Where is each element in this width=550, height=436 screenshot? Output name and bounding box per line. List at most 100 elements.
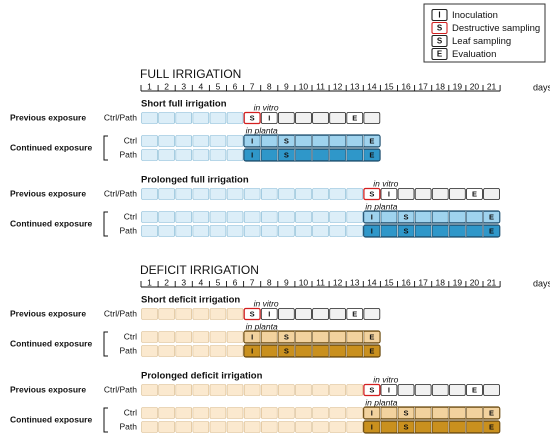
continued-exposure-cell — [397, 407, 415, 419]
timeline-cell — [226, 149, 244, 161]
continued-exposure-cell — [243, 345, 261, 357]
day-unit-label: days — [533, 82, 550, 92]
previous-exposure-label: Previous exposure — [10, 188, 86, 198]
continued-exposure-cell — [278, 135, 295, 147]
continued-exposure-cell — [449, 407, 466, 419]
continued-exposure-cell — [397, 421, 415, 433]
continued-exposure-cell — [397, 225, 415, 237]
continued-exposure-cell — [397, 211, 415, 223]
timeline-cell — [158, 407, 175, 419]
timeline-cell — [295, 421, 312, 433]
in-vitro-cell — [466, 188, 483, 200]
in-vitro-cell — [277, 308, 295, 320]
timeline-cell — [175, 407, 193, 419]
day-label: 17 — [418, 81, 428, 91]
timeline-cell — [226, 331, 244, 343]
timeline-cell — [209, 407, 227, 419]
panel-title: DEFICIT IRRIGATION — [140, 263, 259, 277]
treatment-label-path: Path — [120, 149, 138, 159]
timeline-cell — [312, 421, 329, 433]
day-label: 7 — [250, 277, 255, 287]
timeline-cell — [209, 135, 227, 147]
continued-exposure-mark: E — [369, 136, 374, 145]
legend-symbol-letter: S — [437, 24, 443, 33]
in-planta-label: in planta — [246, 321, 278, 331]
timeline-cell — [192, 421, 210, 433]
continued-exposure-cell — [414, 407, 432, 419]
continued-exposure-mark: S — [404, 226, 409, 235]
timeline-cell — [329, 384, 346, 396]
timeline-cell — [141, 308, 158, 320]
continued-exposure-mark: I — [251, 150, 253, 159]
bracket — [103, 211, 108, 237]
continued-exposure-cell — [431, 407, 449, 419]
continued-exposure-mark: I — [371, 212, 373, 221]
continued-exposure-mark: E — [489, 226, 494, 235]
timeline-cell — [226, 188, 244, 200]
timeline-cell — [278, 384, 295, 396]
timeline-cell — [312, 225, 329, 237]
legend-label: Evaluation — [452, 49, 496, 60]
in-vitro-mark: S — [250, 113, 255, 122]
continued-exposure-mark: S — [284, 346, 289, 355]
continued-exposure-cell — [243, 149, 261, 161]
continued-exposure-cell — [431, 225, 449, 237]
timeline-cell — [175, 421, 193, 433]
timeline-cell — [192, 331, 210, 343]
treatment-label-ctrl: Ctrl — [124, 135, 137, 145]
timeline-cell — [209, 149, 227, 161]
continued-exposure-mark: E — [489, 422, 494, 431]
timeline-cell — [209, 345, 227, 357]
continued-exposure-mark: S — [284, 150, 289, 159]
timeline-cell — [295, 225, 312, 237]
in-vitro-cell — [363, 187, 381, 201]
continued-exposure-cell — [363, 225, 381, 237]
day-label: 8 — [267, 277, 272, 287]
day-label: 1 — [147, 277, 152, 287]
timeline-cell — [278, 211, 295, 223]
continued-exposure-cell — [295, 149, 312, 161]
timeline-cell — [175, 188, 193, 200]
continued-exposure-cell — [363, 407, 381, 419]
day-label: 15 — [384, 277, 394, 287]
timeline-cell — [226, 135, 244, 147]
treatment-label-ctrl: Ctrl — [124, 331, 137, 341]
continued-exposure-cell — [431, 421, 449, 433]
in-vitro-cell — [329, 112, 347, 124]
in-vitro-mark: I — [268, 113, 270, 122]
timeline-cell — [192, 188, 210, 200]
scenario-title: Prolonged deficit irrigation — [141, 371, 263, 382]
in-vitro-cell — [312, 308, 329, 320]
in-vitro-cell — [363, 112, 381, 124]
day-label: 16 — [401, 81, 411, 91]
day-label: 11 — [316, 277, 325, 287]
in-vitro-cell — [295, 112, 312, 124]
continued-exposure-mark: E — [369, 332, 374, 341]
continued-exposure-cell — [295, 135, 312, 147]
timeline-cell — [295, 188, 312, 200]
timeline-cell — [175, 331, 193, 343]
timeline-cell — [175, 308, 193, 320]
timeline-cell — [141, 331, 158, 343]
continued-exposure-cell — [329, 135, 346, 147]
previous-exposure-label: Previous exposure — [10, 308, 86, 318]
in-vitro-cell — [329, 308, 347, 320]
continued-exposure-cell — [466, 421, 483, 433]
timeline-cell — [209, 308, 227, 320]
continued-exposure-cell — [414, 211, 432, 223]
day-label: 4 — [198, 277, 203, 287]
continued-exposure-cell — [278, 345, 295, 357]
timeline-cell — [260, 407, 278, 419]
continued-exposure-cell — [260, 135, 278, 147]
timeline-cell — [329, 407, 346, 419]
timeline-cell — [192, 407, 210, 419]
in-vitro-cell — [363, 383, 381, 397]
timeline-cell — [278, 225, 295, 237]
continued-exposure-cell — [414, 421, 432, 433]
continued-exposure-cell — [449, 211, 466, 223]
continued-exposure-label: Continued exposure — [10, 338, 92, 348]
